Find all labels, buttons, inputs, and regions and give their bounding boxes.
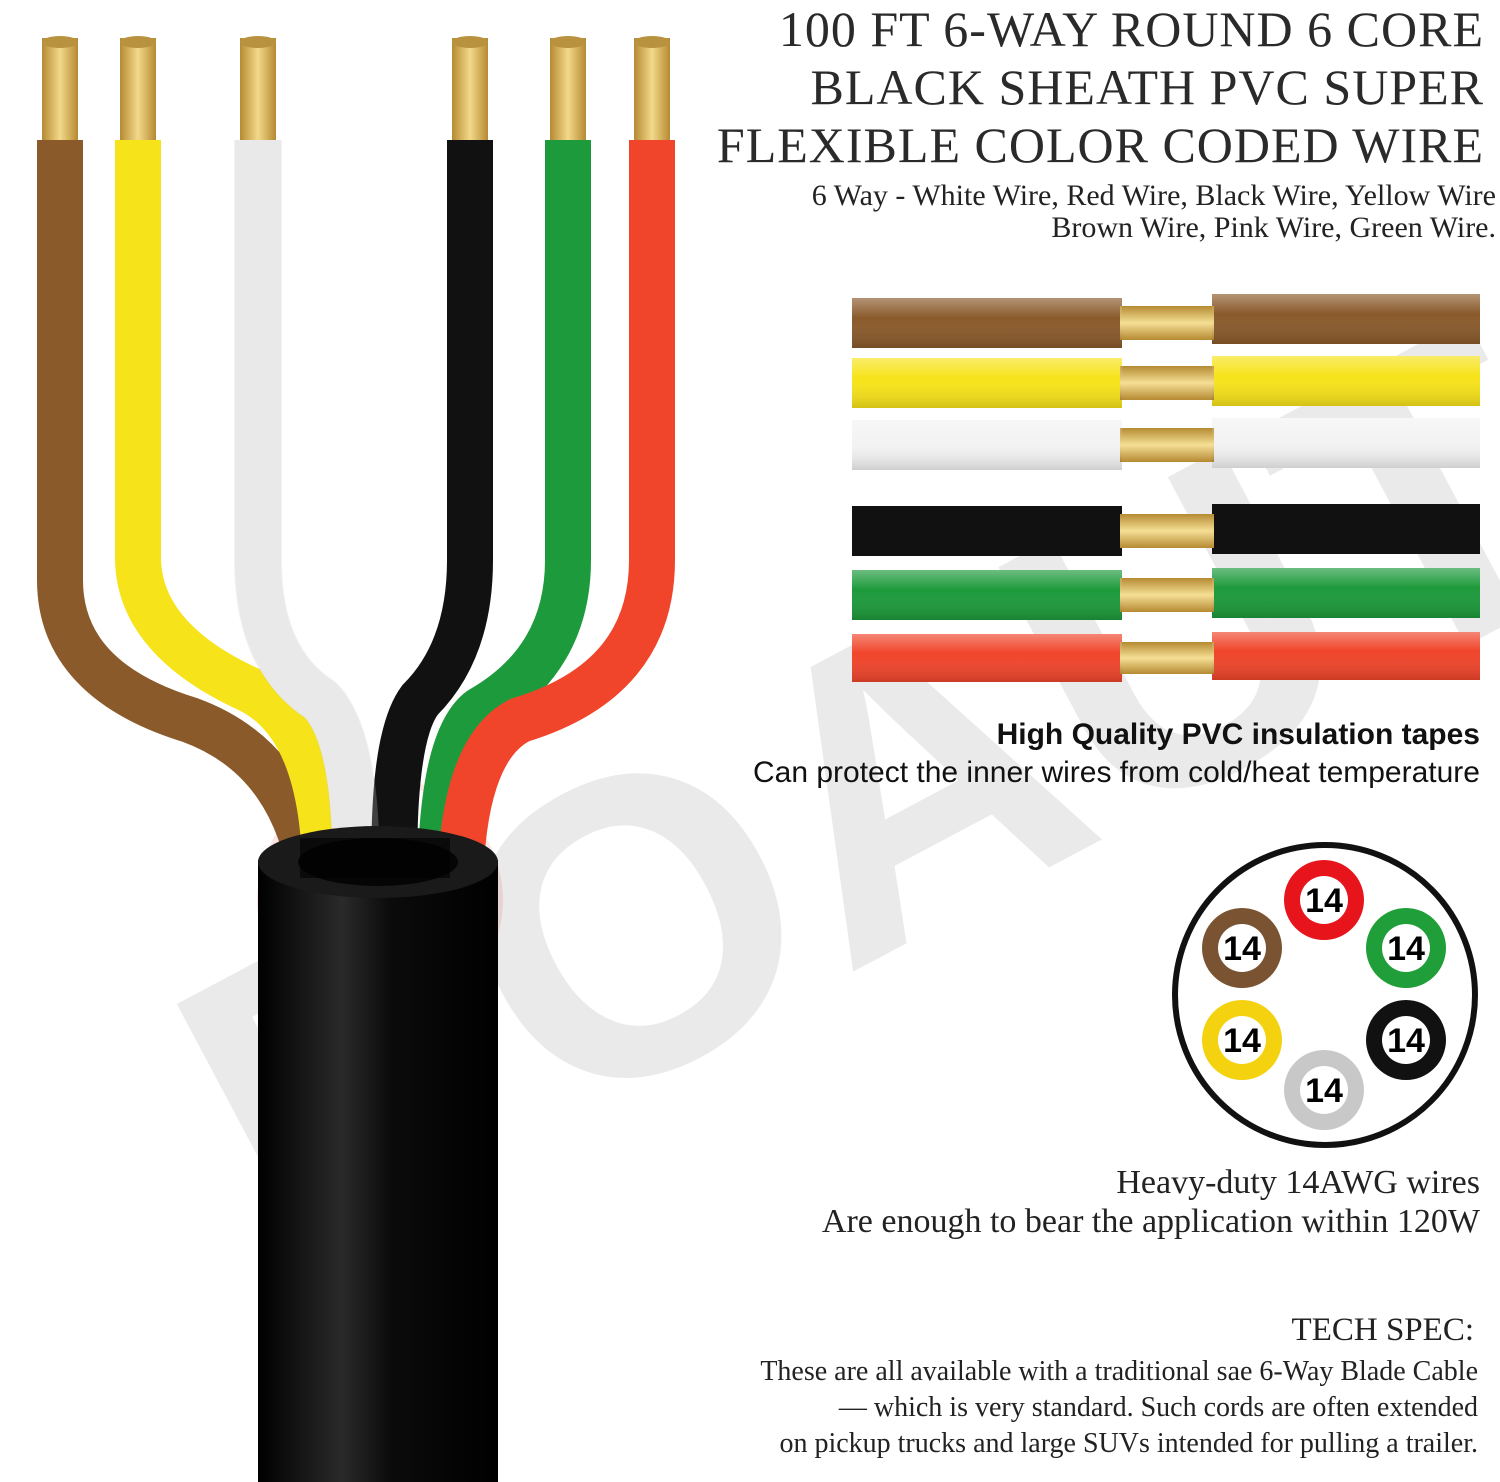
brown-pin: 14 — [1202, 908, 1282, 988]
gray-pin: 14 — [1284, 1050, 1364, 1130]
wire-color-list: 6 Way - White Wire, Red Wire, Black Wire… — [666, 180, 1496, 244]
tech-spec-body: These are all available with a tradition… — [618, 1354, 1478, 1462]
tech-spec-line-2: — which is very standard. Such cords are… — [838, 1392, 1478, 1423]
tech-spec-line-1: These are all available with a tradition… — [760, 1356, 1478, 1387]
brown-wire-sample — [852, 294, 1480, 348]
wire-color-list-line-2: Brown Wire, Pink Wire, Green Wire. — [1051, 211, 1496, 244]
tech-spec-line-3: on pickup trucks and large SUVs intended… — [779, 1428, 1478, 1459]
yellow-wire-sample — [852, 356, 1480, 408]
green-pin-label: 14 — [1387, 930, 1425, 968]
copper-strands — [42, 36, 670, 140]
cable-illustration — [37, 36, 675, 1482]
gauge-description: Are enough to bear the application withi… — [821, 1203, 1480, 1240]
yellow-wire — [115, 140, 349, 901]
insulation-title: High Quality PVC insulation tapes — [996, 718, 1480, 751]
black-pin-label: 14 — [1387, 1022, 1425, 1060]
red-pin-label: 14 — [1305, 882, 1343, 920]
wire-color-list-line-1: 6 Way - White Wire, Red Wire, Black Wire… — [811, 179, 1496, 212]
red-pin: 14 — [1284, 860, 1364, 940]
gauge-title: Heavy-duty 14AWG wires — [1116, 1164, 1480, 1201]
white-wire — [235, 140, 379, 901]
brown-pin-label: 14 — [1223, 930, 1261, 968]
green-pin: 14 — [1366, 908, 1446, 988]
green-wire-sample — [852, 568, 1480, 620]
insulation-description: Can protect the inner wires from cold/he… — [752, 756, 1480, 789]
brown-wire — [37, 140, 338, 903]
white-wire-sample — [852, 418, 1480, 470]
black-sheath — [258, 826, 498, 1482]
wire-gauge-cross-section: 14 14 14 14 14 14 — [1172, 842, 1478, 1148]
gray-pin-label: 14 — [1305, 1072, 1343, 1110]
tech-spec-title: TECH SPEC: — [1291, 1312, 1474, 1348]
spliced-wire-samples — [852, 294, 1480, 682]
page-title: 100 FT 6-WAY ROUND 6 CORE BLACK SHEATH P… — [716, 1, 1484, 173]
black-wire — [371, 140, 493, 901]
yellow-pin: 14 — [1202, 1000, 1282, 1080]
black-pin: 14 — [1366, 1000, 1446, 1080]
yellow-pin-label: 14 — [1223, 1022, 1261, 1060]
black-wire-sample — [852, 504, 1480, 556]
red-wire — [437, 140, 675, 901]
red-wire-sample — [852, 632, 1480, 682]
